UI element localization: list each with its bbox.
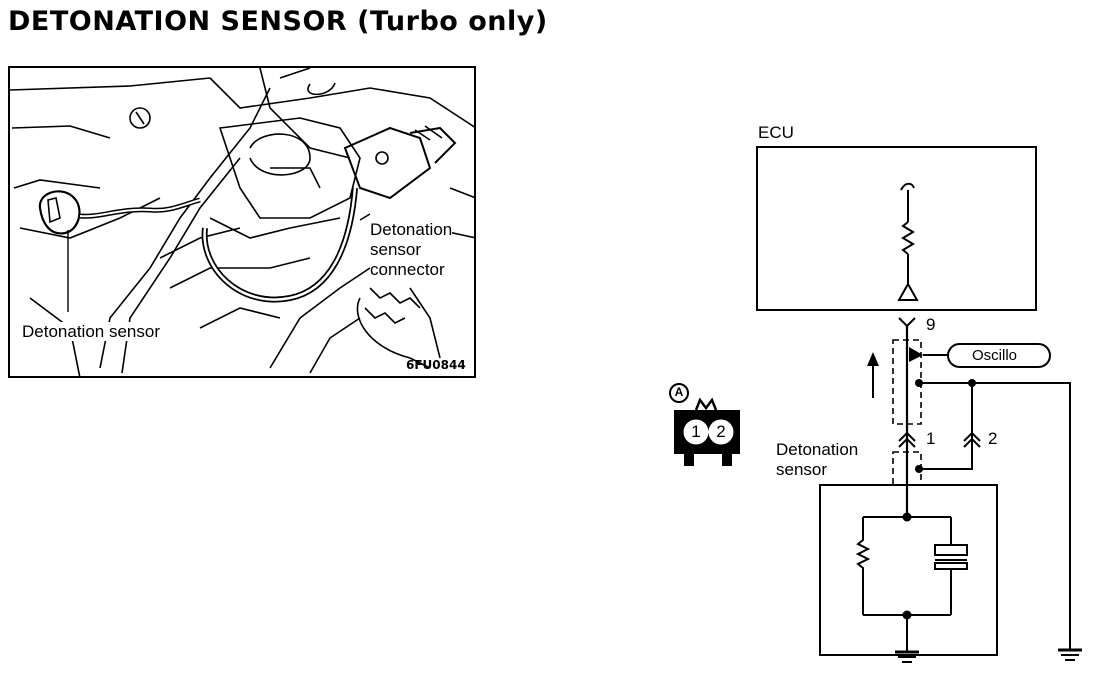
sensor-label-line-1: Detonation — [776, 440, 859, 459]
ecu-connector-outline — [892, 339, 922, 425]
oscillo-box — [947, 343, 1051, 368]
sensor-label-line-2: sensor — [776, 460, 828, 479]
pin-2-connector-arrow — [963, 431, 981, 448]
pin-1-connector-arrow — [898, 431, 916, 448]
connector-label-line-2: sensor — [370, 240, 422, 259]
pin-9-terminal — [898, 317, 916, 328]
ecu-resistor — [901, 221, 915, 255]
oscillo-probe-tip — [909, 347, 923, 362]
figure-code: 6FU0844 — [406, 358, 466, 372]
connector-label-line-1: Detonation — [370, 220, 453, 239]
connector-letter: A — [674, 385, 684, 399]
engine-illustration: Detonation sensor Detonation sensor conn… — [8, 66, 476, 378]
piezo-element-top — [934, 544, 968, 556]
connector-pin-1: 1 — [691, 422, 701, 441]
sensor-box — [819, 484, 998, 656]
ecu-signal-symbol — [900, 182, 915, 191]
pin-1-label: 1 — [926, 429, 936, 448]
pin-2-label: 2 — [988, 429, 998, 448]
chassis-ground-symbol — [1058, 645, 1082, 661]
connector-label-line-3: connector — [370, 260, 445, 279]
ecu-input-triangle — [897, 281, 919, 301]
ground-wire — [919, 382, 1071, 645]
sensor-resistor — [855, 517, 871, 615]
oscillo-label: Oscillo — [972, 347, 1018, 364]
ecu-box — [756, 146, 1037, 311]
connector-icon: A 1 2 — [666, 380, 746, 470]
detonation-sensor-label: Detonation sensor — [22, 322, 160, 341]
ecu-label: ECU — [758, 123, 794, 142]
sensor-ground-symbol — [895, 648, 919, 663]
pin-9-label: 9 — [926, 315, 936, 334]
page-title: DETONATION SENSOR (Turbo only) — [8, 6, 548, 37]
connector-pin-2: 2 — [716, 422, 726, 441]
